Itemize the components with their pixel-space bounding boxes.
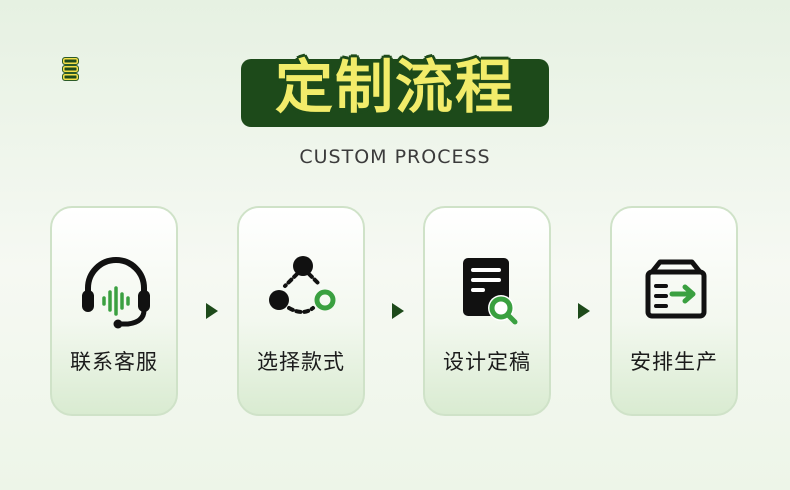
step-card-production: 安排生产 xyxy=(610,206,738,416)
menu-icon xyxy=(62,57,79,81)
arrow-right-icon xyxy=(578,303,590,319)
arrow-right-icon xyxy=(206,303,218,319)
step-card-style: 选择款式 xyxy=(237,206,365,416)
title-background xyxy=(241,59,549,127)
title-banner: 定制流程 xyxy=(241,51,549,127)
step-card-design: 设计定稿 xyxy=(423,206,551,416)
step-label: 选择款式 xyxy=(257,350,345,374)
step-label: 安排生产 xyxy=(630,350,718,374)
document-search-icon xyxy=(463,258,518,325)
headset-icon xyxy=(82,257,150,329)
step-card-contact: 联系客服 xyxy=(50,206,178,416)
page-title: 定制流程 xyxy=(274,53,515,121)
step-label: 设计定稿 xyxy=(443,350,531,374)
arrow-right-icon xyxy=(392,303,404,319)
step-label: 联系客服 xyxy=(70,350,158,374)
box-arrow-icon xyxy=(645,259,707,319)
page-subtitle: CUSTOM PROCESS xyxy=(299,146,491,168)
nodes-icon xyxy=(269,256,336,314)
